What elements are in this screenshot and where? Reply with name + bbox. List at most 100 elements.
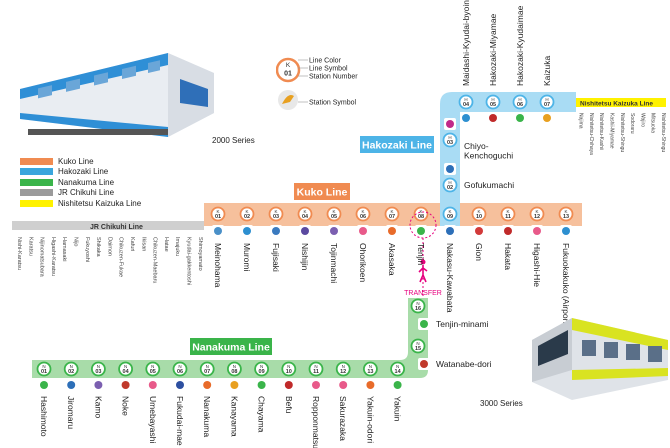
station-symbol-icon: [201, 379, 214, 391]
station-symbol-icon: [541, 112, 553, 124]
station-name: Nishitetsu-Shingu: [619, 113, 625, 152]
station-symbol-icon: [444, 118, 456, 130]
station-name: Higashi-Karatsu: [50, 237, 56, 276]
station-symbol-icon: [514, 112, 526, 124]
station-marker: N11: [308, 361, 324, 377]
train-2000-series-label: 2000 Series: [212, 136, 255, 145]
station-line-letter: N: [396, 364, 399, 369]
station-marker: N04: [118, 361, 133, 377]
station-number: 04: [463, 102, 470, 108]
station-number: 04: [302, 214, 309, 220]
train-3000-series-image: [532, 318, 668, 400]
station-number: 08: [231, 369, 237, 375]
station-line-letter: N: [369, 364, 372, 369]
nishitetsu-line-bar: [576, 98, 666, 107]
jr-chikuhi-line-title: JR Chikuhi Line: [90, 224, 143, 231]
station-symbol-icon: [310, 379, 322, 391]
station-number: 06: [517, 102, 523, 108]
nishitetsu-station-labels: Nishitetsu-ShinguMitsuokaWajiroSodoraruN…: [578, 113, 666, 155]
station-number: 01: [215, 214, 221, 220]
station-name: Umebayashi: [148, 396, 158, 443]
station-symbol-icon: [364, 379, 377, 391]
station-marker: N06: [172, 361, 188, 377]
station-number: 09: [259, 369, 265, 375]
station-symbol-icon: [473, 225, 485, 237]
key-line-symbol-label: Line Symbol: [309, 66, 348, 73]
station-name: Nijinomatsubara: [39, 237, 45, 278]
station-line-letter: N: [416, 341, 419, 346]
station-symbol-icon: [228, 379, 241, 391]
legend-item: JR Chikuhi Line: [20, 188, 141, 199]
station-name: Sakurazaka: [338, 396, 348, 441]
station-line-letter: K: [535, 209, 538, 214]
station-symbol-icon: [241, 225, 253, 237]
station-symbol-icon: [391, 379, 404, 391]
station-name: Nanakuma: [202, 396, 212, 437]
station-name: Chikuzen-Fukae: [118, 237, 124, 277]
station-marker: N09: [254, 361, 270, 377]
hakozaki-stations: H02H03GofukumachiChiyo-KenchoguchiH04Mai…: [442, 0, 555, 193]
station-line-letter: N: [97, 364, 100, 369]
station-name: Maidashi-Kyudai-byoinmae: [461, 0, 471, 86]
station-name: Tenjin-minami: [436, 319, 489, 329]
station-name: Hakata: [503, 243, 513, 270]
station-name: Nishi-Karatsu: [16, 237, 22, 270]
station-marker: K07: [384, 206, 400, 222]
station-line-letter: K: [216, 209, 219, 214]
station-marker: K02: [239, 206, 255, 222]
station-line-letter: K: [332, 209, 335, 214]
station-number: 11: [505, 214, 511, 220]
station-number: 10: [286, 369, 292, 375]
kuko-stations: K01MeinohamaK02MuromiK03FujisakiK04Nishi…: [210, 206, 574, 327]
station-name: Shikaka: [95, 237, 101, 258]
station-line-letter: N: [178, 364, 181, 369]
station-line-letter: N: [260, 364, 263, 369]
nanakuma-line-title: Nanakuma Line: [192, 342, 270, 354]
legend-label: Kuko Line: [58, 156, 94, 166]
station-marker: N14: [390, 361, 406, 377]
station-name: Meinohama: [213, 243, 223, 288]
station-marker: N05: [145, 361, 161, 377]
station-line-letter: K: [564, 209, 567, 214]
station-marker: H04: [458, 94, 474, 110]
station-marker: N13: [362, 361, 378, 377]
jr-chikuhi-line-bar: [12, 221, 204, 230]
station-name: Fukudai-mae: [175, 396, 185, 446]
station-number: 07: [389, 214, 395, 220]
station-line-letter: N: [42, 364, 45, 369]
station-name: Imajuku: [174, 237, 180, 256]
station-number: 05: [331, 214, 337, 220]
station-name: Jiromaru: [66, 396, 76, 429]
station-name: Nishitetsu-Kashii: [598, 113, 604, 150]
station-symbol-icon: [418, 318, 430, 330]
station-name: Ikisan: [140, 237, 146, 251]
station-name: Nishitetsu-Shingu: [660, 113, 666, 152]
station-line-letter: H: [491, 97, 494, 102]
station-marker: K08: [413, 206, 429, 222]
station-symbol-icon: [146, 379, 159, 391]
station-marker: N10: [281, 361, 297, 377]
kuko-line-title-box: [294, 183, 350, 200]
station-number: 02: [68, 369, 74, 375]
station-name: Noke: [121, 396, 131, 416]
station-name: Kanayama: [229, 396, 239, 437]
station-number: 04: [123, 369, 130, 375]
station-name: Nishitetsu-Chihaya: [588, 113, 594, 155]
tenjin-transfer-ring: [409, 211, 437, 239]
station-symbol-icon: [560, 225, 572, 237]
legend-swatch: [20, 199, 53, 207]
station-number: 12: [534, 214, 540, 220]
station-symbol-icon: [386, 225, 398, 237]
station-line-letter: H: [464, 97, 467, 102]
legend-swatch: [20, 178, 53, 186]
station-line-letter: H: [448, 180, 451, 185]
station-symbol-icon: [444, 225, 456, 237]
station-name: Hakozaki-Kyudaimae: [515, 5, 525, 86]
station-symbol-icon: [299, 225, 311, 237]
train-3000-series-label: 3000 Series: [480, 399, 523, 408]
station-line-letter: N: [124, 364, 127, 369]
station-number: 02: [447, 185, 453, 191]
station-name: Higashi-Hie: [532, 243, 542, 287]
station-line-letter: K: [448, 209, 451, 214]
